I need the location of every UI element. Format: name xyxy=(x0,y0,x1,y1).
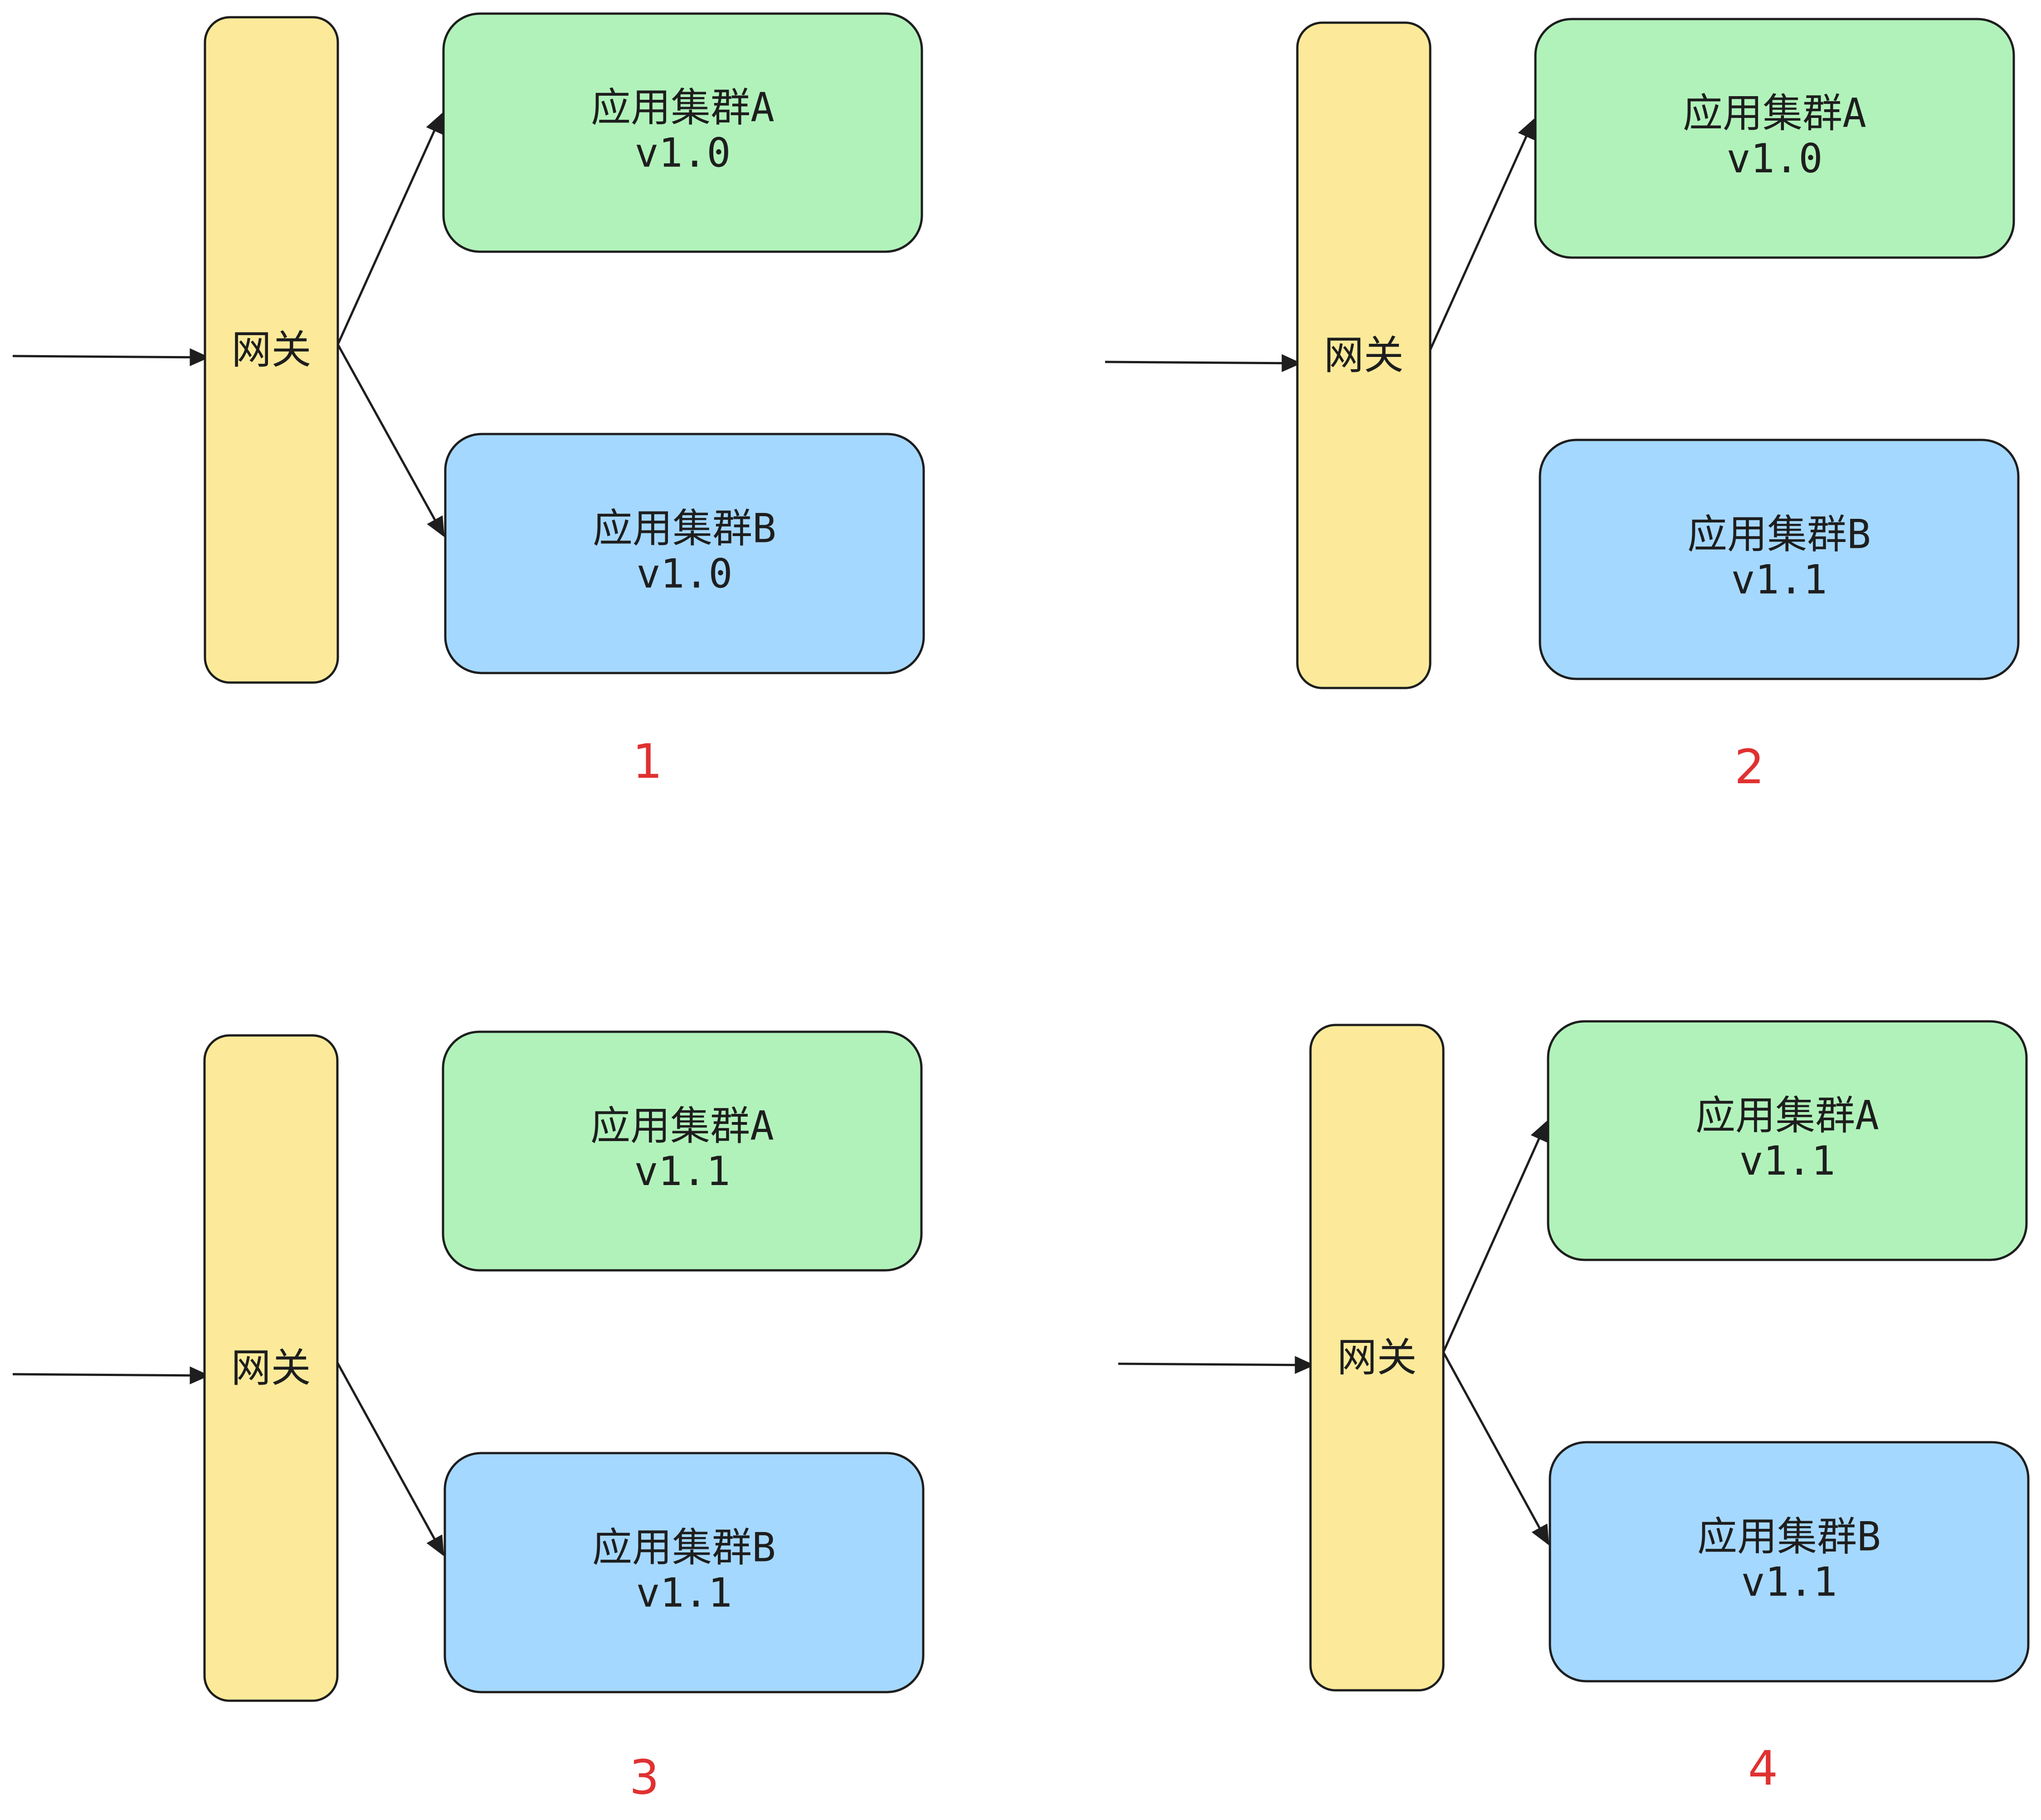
cluster-a-name: 应用集群A xyxy=(591,84,775,131)
route-arrow-cluster-a xyxy=(336,112,443,345)
cluster-a-version: v1.1 xyxy=(634,1148,731,1195)
cluster-b-box xyxy=(443,1452,925,1693)
step-number: 2 xyxy=(1734,739,1764,795)
cluster-a-box xyxy=(442,1030,923,1272)
cluster-a-box xyxy=(1534,18,2015,259)
cluster-b-name: 应用集群B xyxy=(1697,1513,1881,1560)
incoming-arrow xyxy=(1105,354,1302,372)
incoming-arrow xyxy=(12,348,210,366)
incoming-arrow xyxy=(12,1366,210,1385)
cluster-b-version: v1.0 xyxy=(637,551,733,597)
gateway-box xyxy=(204,16,339,684)
cluster-a-name: 应用集群A xyxy=(1695,1092,1879,1139)
route-arrow-cluster-b xyxy=(336,1362,444,1557)
cluster-b-version: v1.1 xyxy=(1741,1559,1837,1605)
cluster-b-name: 应用集群B xyxy=(592,1524,776,1571)
incoming-arrow xyxy=(1118,1356,1315,1374)
gateway-box xyxy=(1296,21,1432,689)
route-arrow-cluster-b xyxy=(336,344,445,537)
route-arrow-cluster-b xyxy=(1442,1352,1549,1546)
route-arrow-cluster-a xyxy=(1429,118,1535,351)
cluster-a-version: v1.0 xyxy=(1727,135,1823,182)
cluster-a-version: v1.1 xyxy=(1739,1137,1836,1184)
cluster-b-box xyxy=(1549,1441,2030,1683)
cluster-a-box xyxy=(442,12,923,253)
cluster-b-version: v1.1 xyxy=(636,1570,732,1616)
gateway-label: 网关 xyxy=(231,327,311,373)
cluster-a-box xyxy=(1547,1020,2028,1261)
step-number: 1 xyxy=(633,734,662,789)
gateway-label: 网关 xyxy=(1324,332,1403,379)
cluster-b-box xyxy=(1539,439,2020,680)
cluster-a-version: v1.0 xyxy=(635,130,731,176)
gateway-label: 网关 xyxy=(231,1345,311,1391)
step-number: 3 xyxy=(629,1750,659,1805)
step-number: 4 xyxy=(1748,1741,1778,1796)
gateway-box xyxy=(203,1034,339,1702)
route-arrow-cluster-a xyxy=(1442,1120,1548,1353)
cluster-b-version: v1.1 xyxy=(1731,556,1827,603)
cluster-a-name: 应用集群A xyxy=(590,1103,774,1149)
gateway-box xyxy=(1309,1024,1445,1692)
cluster-a-name: 应用集群A xyxy=(1683,90,1866,137)
cluster-b-name: 应用集群B xyxy=(593,505,776,552)
gateway-label: 网关 xyxy=(1337,1334,1417,1381)
cluster-b-name: 应用集群B xyxy=(1687,511,1871,558)
cluster-b-box xyxy=(444,433,925,674)
